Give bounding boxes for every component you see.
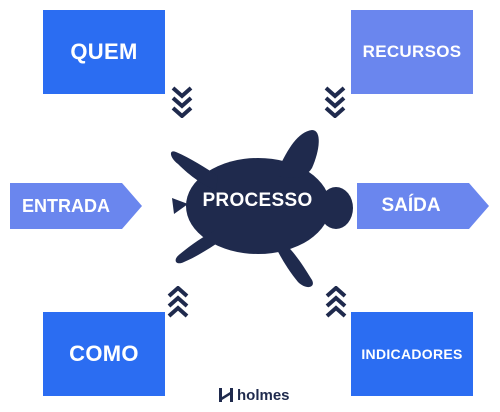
chevrons-down-left-icon xyxy=(171,86,193,118)
chevrons-up-right-icon xyxy=(325,286,347,318)
quem-label: QUEM xyxy=(70,39,138,64)
quem-box: QUEM xyxy=(43,10,165,94)
recursos-box: RECURSOS xyxy=(351,10,473,94)
entrada-label: ENTRADA xyxy=(22,195,110,216)
saida-arrow: SAÍDA xyxy=(357,183,489,229)
saida-label: SAÍDA xyxy=(381,195,441,216)
como-box: COMO xyxy=(43,312,165,396)
turtle-icon xyxy=(170,130,353,288)
entrada-arrow: ENTRADA xyxy=(10,183,142,229)
holmes-logo: holmes xyxy=(219,384,290,406)
saida-arrow-shape xyxy=(357,183,489,229)
como-label: COMO xyxy=(69,341,139,366)
processo-label: PROCESSO xyxy=(202,190,313,211)
indicadores-label: INDICADORES xyxy=(361,346,463,362)
chevrons-down-right-icon xyxy=(324,86,346,118)
holmes-logo-text: holmes xyxy=(237,386,290,404)
chevrons-up-left-icon xyxy=(167,286,189,318)
indicadores-box: INDICADORES xyxy=(351,312,473,396)
recursos-label: RECURSOS xyxy=(362,42,462,61)
holmes-logo-icon xyxy=(219,388,233,402)
entrada-arrow-shape xyxy=(10,183,142,229)
